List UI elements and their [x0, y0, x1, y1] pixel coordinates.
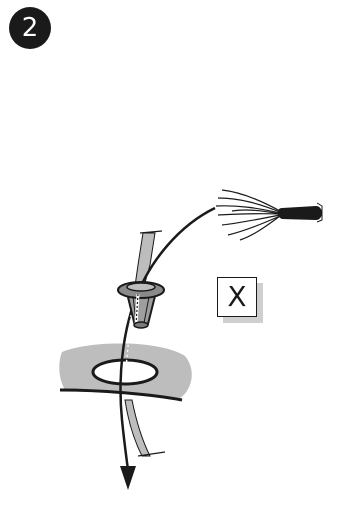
label-box-text: X [217, 277, 257, 317]
label-box-icon: X [217, 277, 263, 323]
step-number: 2 [21, 13, 39, 43]
arrow-icon [120, 466, 136, 490]
stripped-wire-icon [215, 189, 323, 241]
step-number-badge: 2 [9, 7, 51, 49]
cable-icon [119, 206, 216, 471]
grommet-icon [117, 281, 165, 329]
